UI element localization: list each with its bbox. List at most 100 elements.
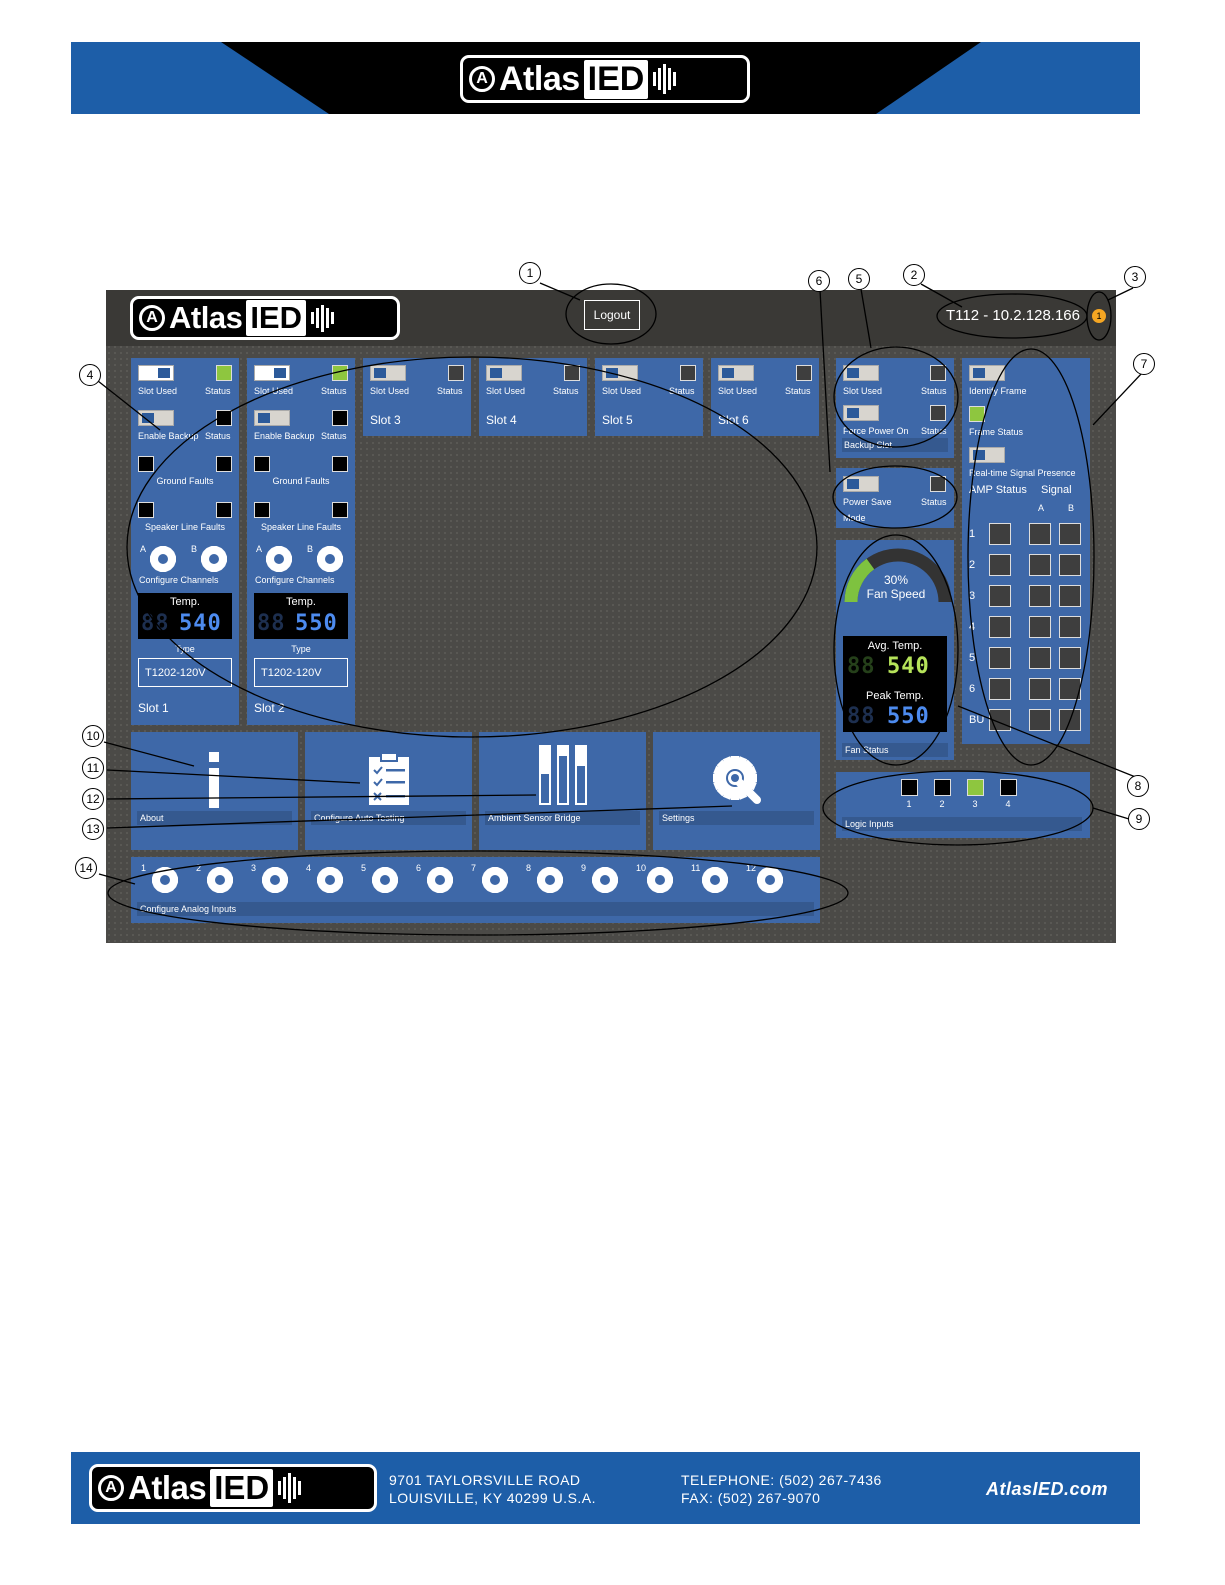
configure-analog-input-gear-icon[interactable] (261, 866, 289, 894)
logic-input-number: 2 (939, 799, 945, 809)
configure-analog-input-gear-icon[interactable] (426, 866, 454, 894)
logic-input-number: 4 (1005, 799, 1011, 809)
status-label: Status (921, 497, 947, 507)
peak-temp-value: 550 (887, 704, 930, 729)
enable-backup-toggle[interactable] (254, 410, 290, 426)
amp-status-cell (989, 585, 1011, 607)
configure-analog-input-gear-icon[interactable] (756, 866, 784, 894)
slot-1-panel: Slot Used Status Enable Backup Status Gr… (131, 358, 239, 725)
amp-row-label: 3 (969, 590, 976, 602)
slot-used-label: Slot Used (138, 386, 178, 396)
configure-channel-a-gear-icon[interactable] (265, 545, 293, 573)
signal-a-cell (1029, 678, 1051, 700)
amp-type-select[interactable]: T1202-120V (254, 658, 348, 687)
about-tile[interactable]: About (131, 732, 298, 850)
notification-badge[interactable]: 1 (1092, 309, 1106, 323)
ground-faults-label: Ground Faults (156, 476, 214, 486)
force-power-status-indicator (930, 405, 946, 421)
footer-address-line-2: LOUISVILLE, KY 40299 U.S.A. (389, 1490, 597, 1506)
amp-row-label: 5 (969, 652, 976, 664)
callout-number: 8 (1127, 775, 1149, 797)
logout-button[interactable]: Logout (584, 300, 640, 330)
amp-type-select[interactable]: T1202-120V (138, 658, 232, 687)
channel-a-label: A (140, 544, 147, 554)
analog-inputs-title-bar (137, 902, 814, 916)
configure-analog-input-gear-icon[interactable] (701, 866, 729, 894)
analog-input-number: 8 (526, 863, 532, 873)
temp-value: 540 (179, 611, 222, 636)
frame-status-indicator (969, 406, 985, 422)
slot-used-toggle[interactable] (718, 365, 754, 381)
peak-temp-label: Peak Temp. (866, 690, 924, 702)
atlas-mark-icon: A (139, 305, 165, 331)
signal-b-cell (1059, 554, 1081, 576)
slot-status-indicator (796, 365, 812, 381)
configure-channels-label: Configure Channels (255, 575, 335, 585)
amp-row-label: 6 (969, 683, 976, 695)
callout-number: 9 (1128, 808, 1150, 830)
callout-ellipse (833, 346, 959, 448)
force-power-on-label: Force Power On (843, 426, 909, 436)
configure-auto-testing-tile[interactable]: Configure Auto Testing (305, 732, 472, 850)
configure-channel-b-gear-icon[interactable] (200, 545, 228, 573)
channel-b-label: B (307, 544, 314, 554)
slot-temp-display: Temp. 88 540 (138, 593, 232, 639)
footer-website-link[interactable]: AtlasIED.com (986, 1479, 1109, 1499)
callout-number: 10 (82, 725, 104, 747)
amp-status-cell (989, 616, 1011, 638)
identify-frame-label: Identify Frame (969, 386, 1027, 396)
status-label: Status (669, 386, 695, 396)
slot-used-toggle[interactable] (254, 365, 290, 381)
signal-presence-toggle[interactable] (969, 447, 1005, 463)
configure-analog-input-gear-icon[interactable] (591, 866, 619, 894)
mode-label: Mode (843, 513, 866, 523)
configure-analog-input-gear-icon[interactable] (206, 866, 234, 894)
gear-wrench-icon (713, 756, 761, 804)
enable-backup-toggle[interactable] (138, 410, 174, 426)
slot-name: Slot 2 (254, 701, 285, 715)
signal-a-cell (1029, 616, 1051, 638)
callout-ellipse (107, 850, 849, 936)
logic-inputs-title-bar (842, 817, 1082, 831)
configure-analog-input-gear-icon[interactable] (151, 866, 179, 894)
configure-channel-b-gear-icon[interactable] (316, 545, 344, 573)
slot-used-toggle[interactable] (486, 365, 522, 381)
signal-b-cell (1059, 585, 1081, 607)
configure-analog-input-gear-icon[interactable] (371, 866, 399, 894)
signal-header: Signal (1041, 484, 1072, 496)
speaker-line-fault-indicator-b (332, 502, 348, 518)
slot-5-panel: Slot Used Status Slot 5 (595, 358, 703, 436)
atlas-mark-icon: A (98, 1475, 124, 1501)
tile-label: Settings (662, 813, 695, 823)
callout-ellipse (832, 465, 958, 529)
logic-input-indicator (934, 779, 951, 796)
signal-presence-label: Real-time Signal Presence (969, 468, 1076, 478)
status-label: Status (205, 386, 231, 396)
settings-tile[interactable]: Settings (653, 732, 820, 850)
configure-analog-input-gear-icon[interactable] (536, 866, 564, 894)
identify-frame-toggle[interactable] (969, 365, 1005, 381)
speaker-line-fault-indicator-b (216, 502, 232, 518)
power-save-panel: Power Save Status Mode (836, 468, 954, 528)
speaker-line-fault-indicator-a (254, 502, 270, 518)
ambient-sensor-bridge-tile[interactable]: Ambient Sensor Bridge (479, 732, 646, 850)
configure-analog-input-gear-icon[interactable] (316, 866, 344, 894)
slot-status-indicator (216, 365, 232, 381)
slot-used-toggle[interactable] (370, 365, 406, 381)
tile-title-bar (485, 811, 640, 825)
configure-analog-input-gear-icon[interactable] (646, 866, 674, 894)
configure-analog-input-gear-icon[interactable] (481, 866, 509, 894)
slot-used-toggle[interactable] (138, 365, 174, 381)
analog-input-number: 1 (141, 863, 147, 873)
callout-ellipse (565, 283, 657, 345)
backup-slot-used-toggle[interactable] (843, 365, 879, 381)
power-save-toggle[interactable] (843, 476, 879, 492)
configure-channel-a-gear-icon[interactable] (149, 545, 177, 573)
callout-number: 7 (1133, 353, 1155, 375)
force-power-on-toggle[interactable] (843, 405, 879, 421)
ground-fault-indicator-a (138, 456, 154, 472)
callout-number: 14 (75, 857, 97, 879)
